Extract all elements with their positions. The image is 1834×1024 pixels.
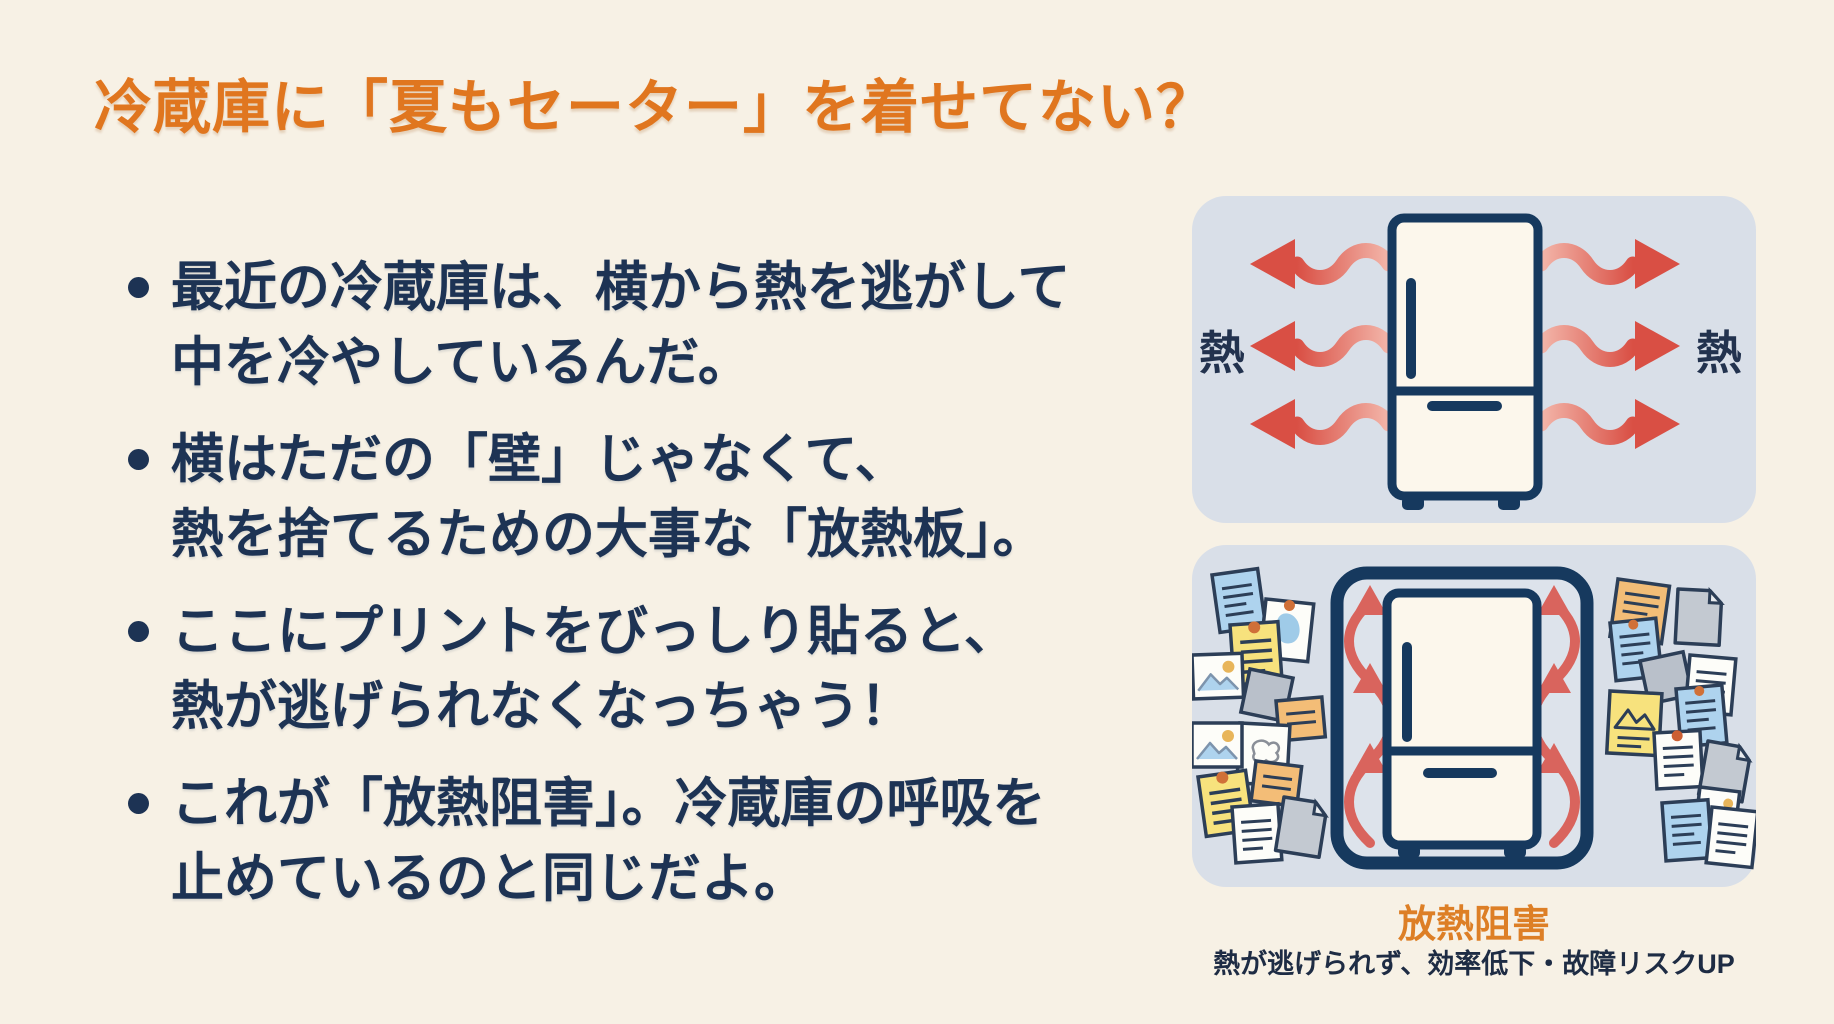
heat-arrow-left-icon (1250, 239, 1397, 289)
fridge-icon (1387, 213, 1543, 510)
paper-icon (1704, 805, 1756, 870)
bullet-item: 最近の冷蔵庫は、横から熱を逃がして 中を冷やしているんだ。 (128, 250, 1070, 400)
heat-release-panel: 熱 熱 (1192, 196, 1756, 523)
heat-blocked-illustration (1192, 566, 1756, 870)
fridge-icon (1382, 588, 1542, 858)
bullet-item: 横はただの「壁」じゃなくて、 熱を捨てるための大事な「放熱板」。 (128, 422, 1070, 572)
paper-icon (1192, 721, 1244, 769)
bullet-line: ここにプリントをびっしり貼ると、 (171, 602, 1017, 661)
bullet-line: 中を冷やしているんだ。 (171, 333, 751, 392)
bullet-item: ここにプリントをびっしり貼ると、 熱が逃げられなくなっちゃう！ (128, 594, 1070, 744)
bullet-item: これが「放熱阻害」。冷蔵庫の呼吸を 止めているのと同じだよ。 (128, 766, 1070, 916)
heat-arrow-right-icon (1533, 321, 1680, 371)
bullet-list: 最近の冷蔵庫は、横から熱を逃がして 中を冷やしているんだ。 横はただの「壁」じゃ… (128, 250, 1070, 938)
bullet-line: 横はただの「壁」じゃなくて、 (171, 430, 908, 489)
bullet-line: これが「放熱阻害」。冷蔵庫の呼吸を (171, 774, 1046, 833)
bullet-dot (128, 793, 149, 814)
heat-blocked-panel (1192, 545, 1756, 887)
paper-icon (1660, 798, 1714, 863)
bullet-dot (128, 621, 149, 642)
heat-arrow-right-icon (1533, 399, 1680, 449)
bullet-line: 熱が逃げられなくなっちゃう！ (171, 677, 913, 736)
paper-icon (1273, 795, 1330, 859)
paper-icon (1230, 802, 1284, 865)
heat-arrow-right-icon (1533, 239, 1680, 289)
bullet-line: 熱を捨てるための大事な「放熱板」。 (171, 505, 1046, 564)
paper-icon (1673, 587, 1724, 647)
caption-title: 放熱阻害 (1397, 904, 1550, 946)
paper-icon (1192, 651, 1246, 701)
heat-arrow-left-icon (1250, 399, 1397, 449)
page-title: 冷蔵庫に「夏もセーター」を着せてない？ (94, 75, 1216, 140)
heat-release-illustration: 熱 熱 (1199, 213, 1742, 510)
caption-subtitle: 熱が逃げられず、効率低下・故障リスクUP (1213, 949, 1735, 979)
heat-label-right: 熱 (1696, 327, 1742, 379)
paper-clutter-right (1605, 577, 1756, 870)
heat-arrow-left-icon (1250, 321, 1397, 371)
heat-label-left: 熱 (1199, 327, 1245, 379)
paper-clutter-left (1192, 566, 1330, 865)
bullet-dot (128, 277, 149, 298)
bullet-line: 止めているのと同じだよ。 (171, 849, 807, 908)
bullet-dot (128, 449, 149, 470)
bullet-line: 最近の冷蔵庫は、横から熱を逃がして (171, 258, 1071, 317)
paper-icon (1654, 729, 1703, 789)
